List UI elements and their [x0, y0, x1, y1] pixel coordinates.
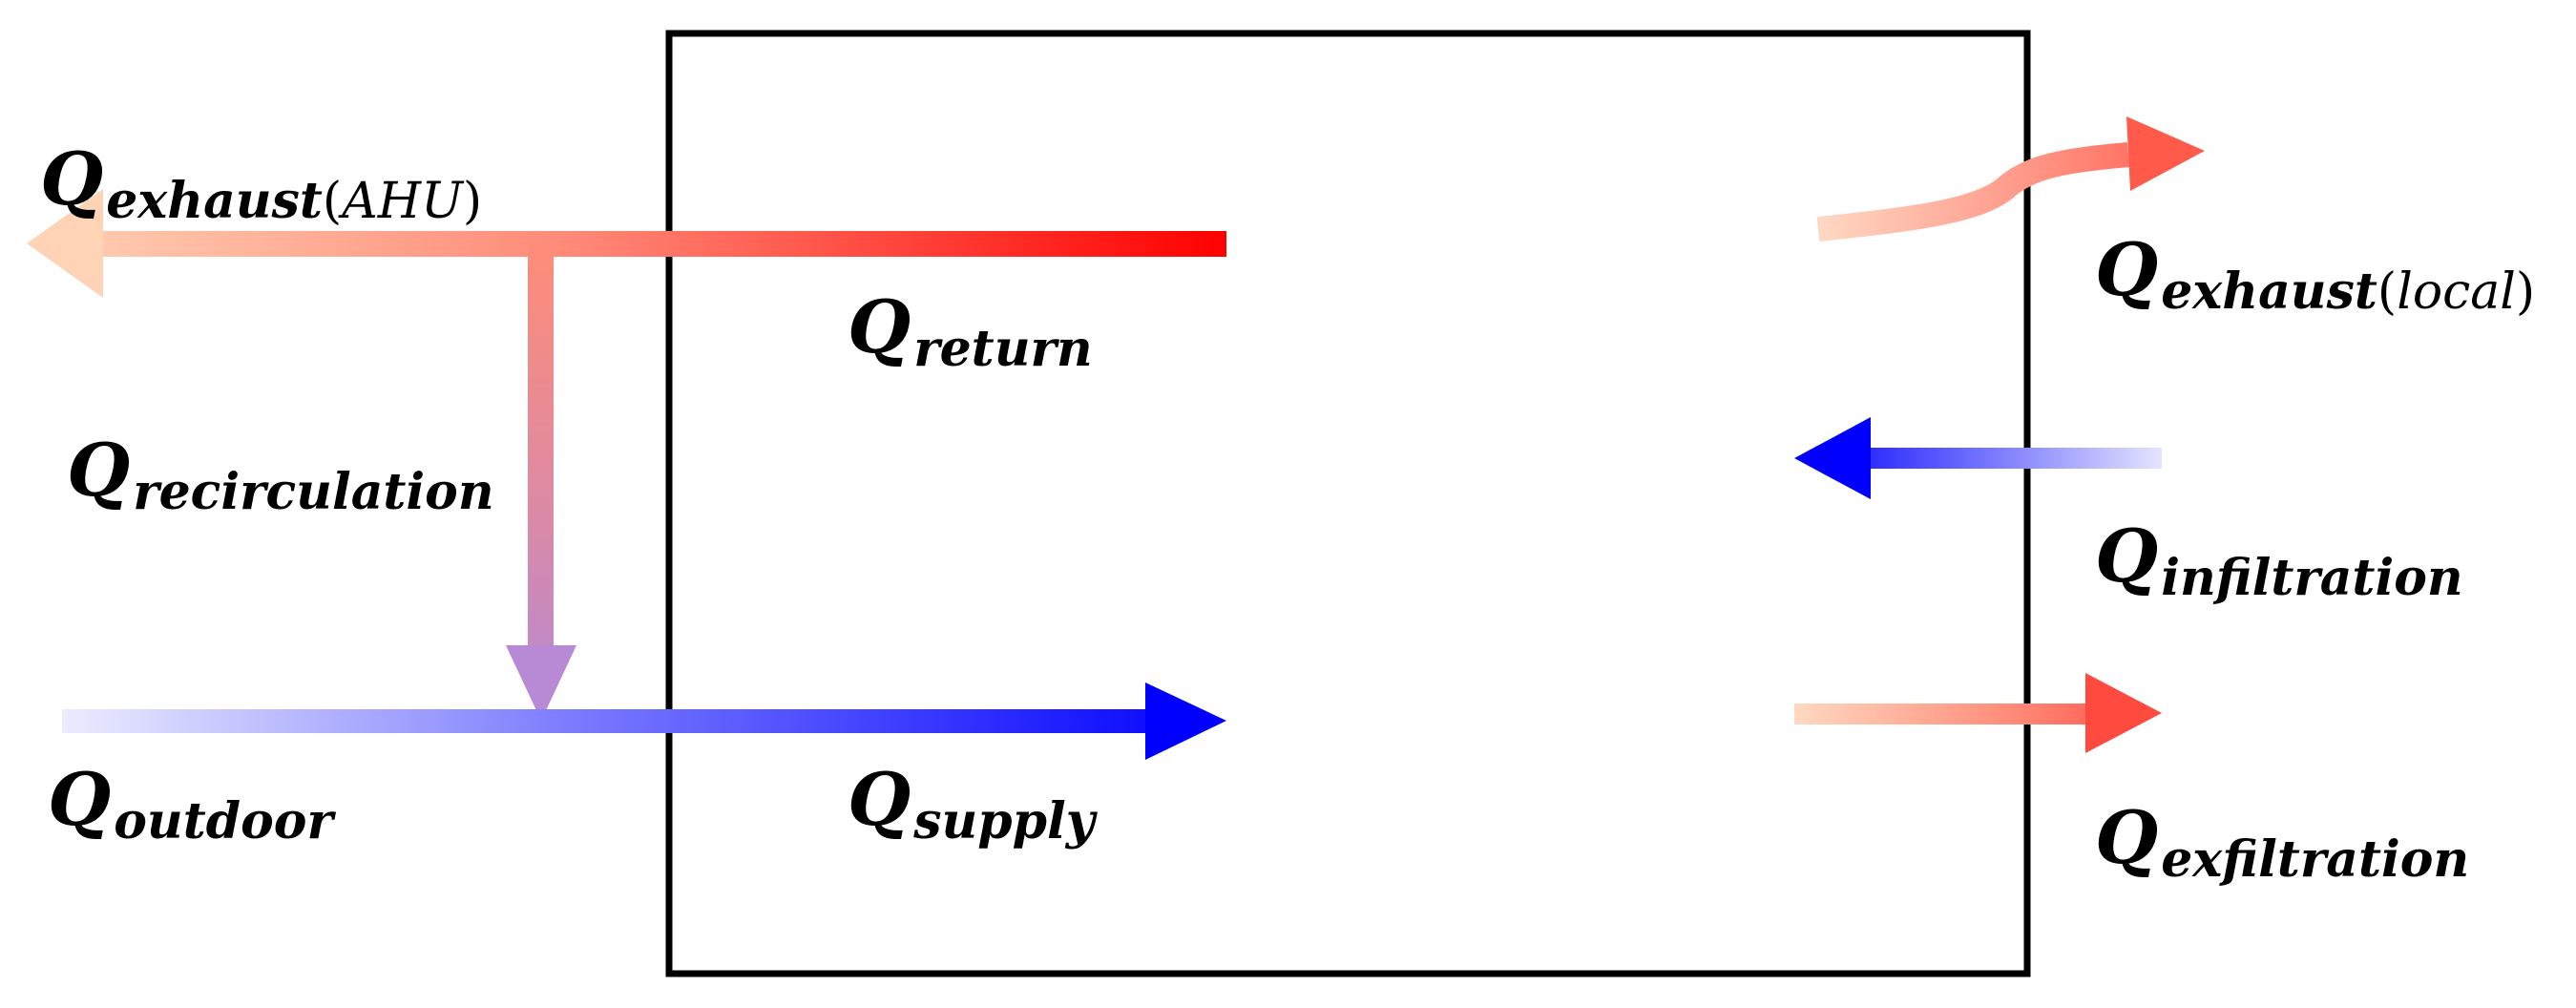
- label-exhaust-ahu: Qexhaust(AHU): [40, 136, 483, 230]
- label-infiltration: Qinfiltration: [2095, 514, 2463, 607]
- recirculation-line: [528, 244, 554, 645]
- recirculation-arrowhead: [506, 645, 576, 721]
- label-outdoor: Qoutdoor: [48, 757, 333, 850]
- exfiltration-arrowhead: [2085, 673, 2162, 753]
- exhaust-ahu-arrow: [27, 189, 1226, 298]
- exfiltration-line: [1794, 704, 2090, 724]
- label-return: Qreturn: [848, 284, 1093, 378]
- label-exfiltration: Qexfiltration: [2095, 795, 2470, 889]
- label-exhaust-local: Qexhaust(local): [2095, 227, 2536, 321]
- infiltration-arrowhead: [1794, 417, 1871, 499]
- exhaust-local-arrow: [1816, 116, 2205, 242]
- infiltration-line: [1861, 448, 2162, 469]
- infiltration-arrow: [1794, 417, 2162, 499]
- supply-duct-line: [62, 709, 1150, 733]
- exhaust-ahu-arrowhead: [27, 189, 103, 298]
- label-recirculation: Qrecirculation: [67, 428, 494, 521]
- return-duct-line: [95, 231, 1226, 257]
- label-supply: Qsupply: [848, 757, 1095, 850]
- exfiltration-arrow: [1794, 673, 2162, 753]
- supply-arrow: [62, 682, 1226, 760]
- recirculation-arrow: [506, 244, 576, 721]
- exhaust-local-arrowhead: [2126, 116, 2205, 191]
- exhaust-local-curve: [1816, 142, 2130, 242]
- room-boundary: [665, 30, 2031, 977]
- supply-arrowhead: [1145, 682, 1226, 760]
